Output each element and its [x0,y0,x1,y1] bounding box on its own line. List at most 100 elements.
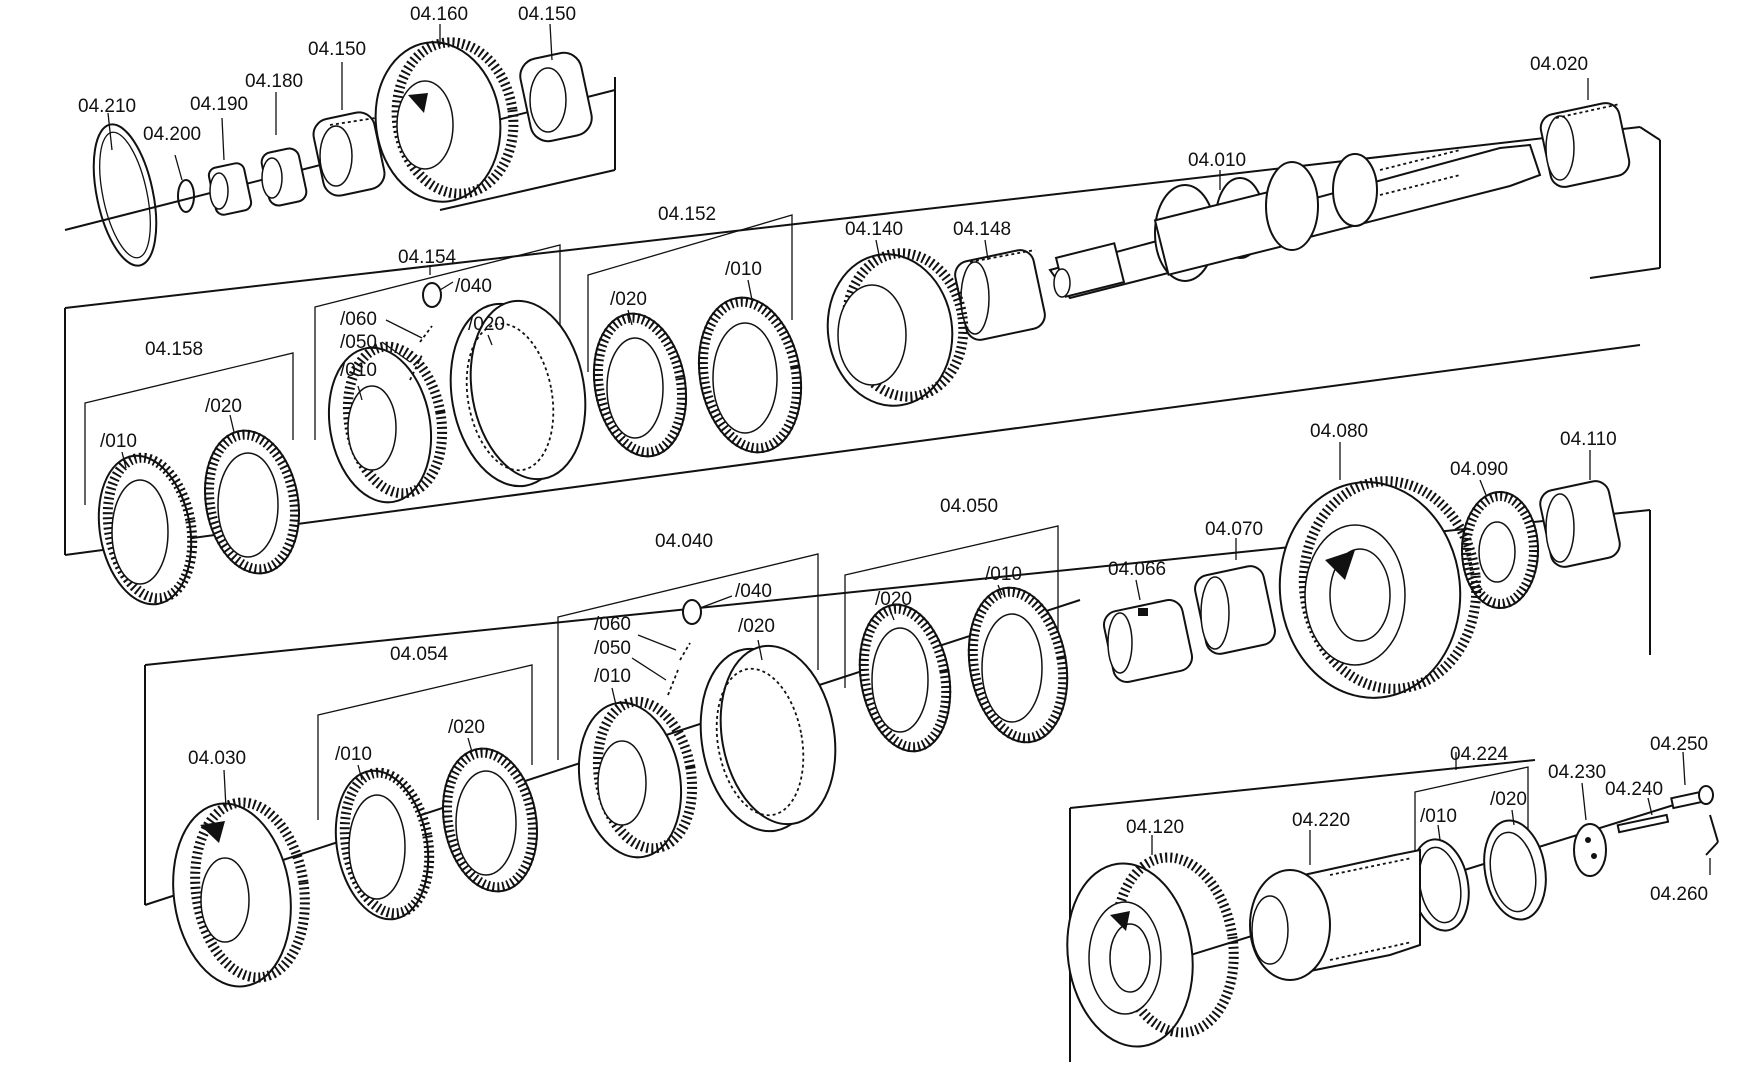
bearing-04-150b [519,51,593,143]
synchro-ring-04-050-020 [858,603,952,753]
synchro-ring-04-054-020 [441,747,539,893]
needle-bearing-04-020 [1539,102,1631,188]
label-04-030: 04.030 [188,748,246,769]
bracket-04-050 [844,525,1059,688]
snap-ring-04-200 [177,179,195,213]
label-04-040-010: /010 [594,666,631,687]
pin-04-260 [1705,814,1719,856]
gear-04-160 [374,37,519,203]
bracket-04-158 [84,352,294,505]
label-04-158-010: /010 [100,431,137,452]
needle-bearing-04-070 [1194,565,1276,655]
label-04-050-010: /010 [985,564,1022,585]
flange-shaft-04-220 [1249,848,1421,981]
disc-04-230 [1573,823,1607,877]
label-04-040: 04.040 [655,531,713,552]
ring-04-224-020 [1483,819,1547,921]
bracket-04-224 [1414,766,1529,875]
label-04-040-050: /050 [594,638,631,659]
label-04-154-010: /010 [340,360,377,381]
sliding-sleeve-04-154-020 [449,299,587,488]
label-04-154-060: /060 [340,309,377,330]
label-04-220: 04.220 [1292,810,1350,831]
label-04-224: 04.224 [1450,744,1509,765]
label-04-080: 04.080 [1310,421,1368,442]
label-04-054-020: /020 [448,717,485,738]
label-04-158: 04.158 [145,339,203,360]
pressure-piece-04-040-060 [679,642,691,661]
screw-04-250 [1670,785,1714,810]
needle-bearing-04-110 [1539,480,1621,568]
label-04-140: 04.140 [845,219,903,240]
synchro-ring-04-158-010 [97,452,198,606]
sliding-sleeve-04-040-020 [699,644,837,833]
needle-bearing-04-148 [954,249,1046,341]
label-04-250: 04.250 [1650,734,1708,755]
label-04-158-020: /020 [205,396,242,417]
pressure-piece-04-154-060 [419,325,433,343]
label-04-054-010: /010 [335,744,372,765]
synchro-ring-04-152-020 [592,312,688,458]
synchro-ring-04-152-010 [697,296,803,454]
bushing-04-066 [1102,599,1194,683]
label-04-050-020: /020 [875,589,912,610]
bracket-04-040 [557,553,819,760]
circlip-04-210 [92,123,158,267]
label-04-090: 04.090 [1450,459,1508,480]
gear-04-090 [1461,491,1539,609]
label-04-152-010: /010 [725,259,762,280]
part-labels: 04.210 04.200 04.190 04.180 04.150 04.16… [78,4,1708,905]
label-04-152-020: /020 [610,289,647,310]
ring-04-224-010 [1410,838,1470,932]
label-04-190: 04.190 [190,94,248,115]
label-04-154-040: /040 [455,276,492,297]
label-04-224-020: /020 [1490,789,1527,810]
label-04-010: 04.010 [1188,150,1246,171]
detent-ball-04-040-040 [682,595,733,625]
label-04-150a: 04.150 [308,39,366,60]
nut-04-180 [260,147,308,207]
label-04-224-010: /010 [1420,806,1457,827]
label-04-110: 04.110 [1560,429,1617,450]
label-04-020: 04.020 [1530,54,1588,75]
bracket-04-152 [587,214,793,372]
gear-04-140 [826,248,969,407]
label-04-040-060: /060 [594,614,631,635]
label-04-050: 04.050 [940,496,998,517]
gear-04-080 [1278,476,1482,699]
synchro-hub-04-040-010 [577,696,698,859]
leader-lines [107,23,1711,875]
label-04-150b: 04.150 [518,4,576,25]
spring-04-040-050 [667,669,679,696]
label-04-148: 04.148 [953,219,1011,240]
label-04-066: 04.066 [1108,559,1166,580]
label-04-154-050: /050 [340,332,377,353]
label-04-154: 04.154 [398,247,457,268]
label-04-260: 04.260 [1650,884,1708,905]
label-04-200: 04.200 [143,124,201,145]
bearing-04-150a [312,111,386,197]
label-04-240: 04.240 [1605,779,1663,800]
row2-frame [64,126,1661,556]
gear-04-030 [172,797,310,988]
label-04-230: 04.230 [1548,762,1606,783]
label-04-120: 04.120 [1126,817,1184,838]
label-04-070: 04.070 [1205,519,1263,540]
label-04-160: 04.160 [410,4,468,25]
pin-04-240 [1616,813,1670,834]
bracket-04-054 [317,664,533,820]
gear-04-120 [1066,852,1239,1048]
synchro-hub-04-154-010 [327,341,448,504]
nut-04-190 [207,162,253,216]
detent-ball-04-154-040 [422,281,454,308]
label-04-054: 04.054 [390,644,449,665]
label-04-154-020: /020 [468,314,505,335]
synchro-ring-04-158-020 [203,429,301,575]
label-04-040-020: /020 [738,616,775,637]
synchro-ring-04-054-010 [334,767,435,921]
label-04-152: 04.152 [658,204,716,225]
label-04-040-040: /040 [735,581,772,602]
synchro-ring-04-050-010 [967,586,1069,744]
